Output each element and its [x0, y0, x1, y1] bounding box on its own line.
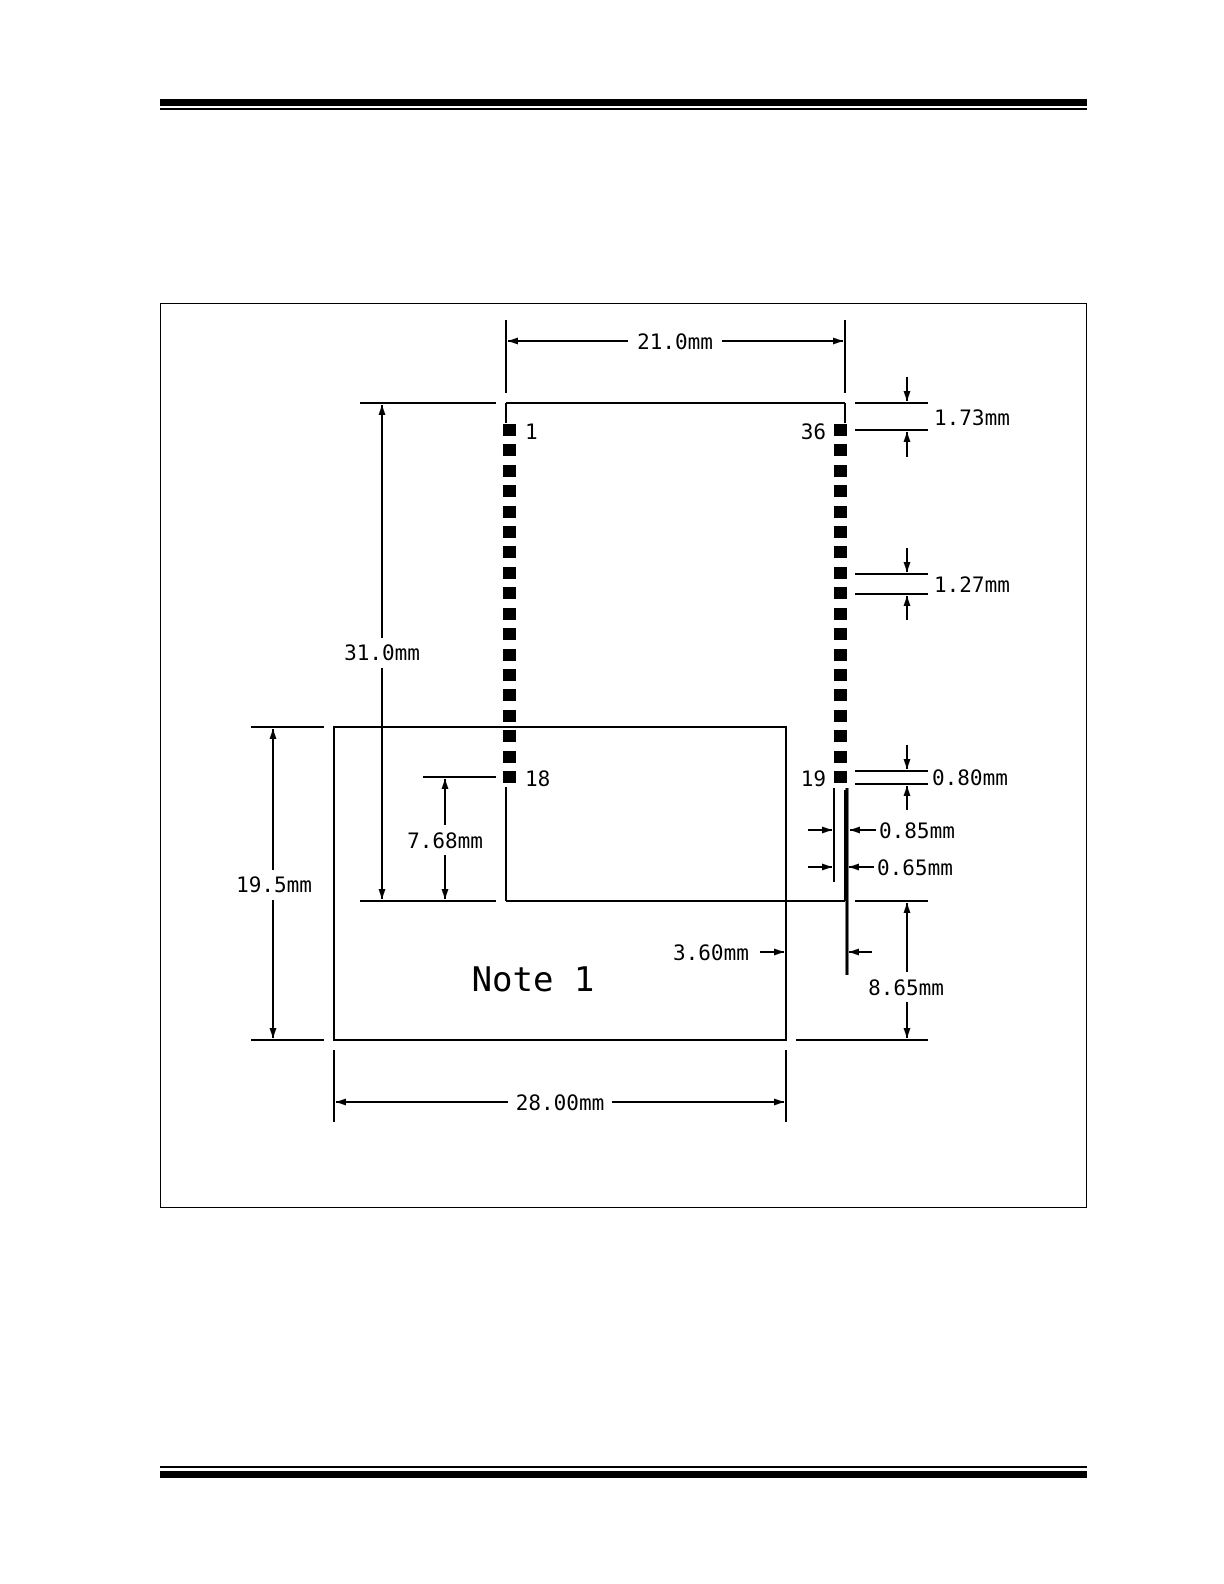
pad-right-7 — [834, 546, 847, 558]
dim-label-pad-length: 0.85mm — [879, 819, 955, 843]
pad-right-14 — [834, 689, 847, 701]
dim-label-pad-size: 0.80mm — [932, 766, 1008, 790]
footer-rule-thick — [160, 1471, 1087, 1478]
dim-label-pad-pitch: 1.27mm — [934, 573, 1010, 597]
pad-right-8 — [834, 567, 847, 579]
pad-left-3 — [503, 465, 516, 477]
footer-rule-thin — [160, 1466, 1087, 1468]
pad-left-8 — [503, 567, 516, 579]
dim-label-bottom-extension: 8.65mm — [868, 976, 944, 1000]
pad-right-18 — [834, 771, 847, 783]
pin-label-36: 36 — [801, 420, 826, 444]
pad-left-6 — [503, 526, 516, 538]
pad-left-7 — [503, 546, 516, 558]
dim-label-top-to-first-pad: 1.73mm — [934, 406, 1010, 430]
pad-left-1 — [503, 424, 516, 436]
pad-right-11 — [834, 628, 847, 640]
dim-label-keepout-width: 28.00mm — [516, 1091, 605, 1115]
pad-right-12 — [834, 649, 847, 661]
pad-left-15 — [503, 710, 516, 722]
pad-right-10 — [834, 608, 847, 620]
pad-right-16 — [834, 730, 847, 742]
pad-right-6 — [834, 526, 847, 538]
pads-right-column — [834, 424, 847, 783]
pads-left-column — [503, 424, 516, 783]
header-rule-thick — [160, 99, 1087, 106]
pad-left-2 — [503, 444, 516, 456]
pad-left-13 — [503, 669, 516, 681]
dim-label-keepout-height: 19.5mm — [236, 873, 312, 897]
pad-left-18 — [503, 771, 516, 783]
pad-left-10 — [503, 608, 516, 620]
figure-frame — [160, 303, 1087, 1208]
pin-label-19: 19 — [801, 767, 826, 791]
note-label: Note 1 — [472, 960, 595, 1000]
pin-label-1: 1 — [525, 420, 538, 444]
keepout-rectangle — [333, 726, 787, 1041]
pad-right-1 — [834, 424, 847, 436]
pad-right-9 — [834, 587, 847, 599]
dim-label-pad-inset: 0.65mm — [877, 856, 953, 880]
pad-right-5 — [834, 506, 847, 518]
pad-left-9 — [503, 587, 516, 599]
pad-right-15 — [834, 710, 847, 722]
dim-label-module-width: 21.0mm — [637, 330, 713, 354]
pad-left-5 — [503, 506, 516, 518]
pad-right-3 — [834, 465, 847, 477]
pad-left-4 — [503, 485, 516, 497]
pad-right-17 — [834, 751, 847, 763]
pad-right-2 — [834, 444, 847, 456]
pin-label-18: 18 — [525, 767, 550, 791]
pad-left-12 — [503, 649, 516, 661]
pad-right-4 — [834, 485, 847, 497]
pad-left-16 — [503, 730, 516, 742]
dim-label-module-length: 31.0mm — [344, 641, 420, 665]
pad-left-17 — [503, 751, 516, 763]
pad-left-11 — [503, 628, 516, 640]
dim-label-last-pad-to-keepout: 7.68mm — [407, 829, 483, 853]
dim-label-keepout-overhang: 3.60mm — [673, 941, 749, 965]
pad-left-14 — [503, 689, 516, 701]
pad-right-13 — [834, 669, 847, 681]
header-rule-thin — [160, 108, 1087, 110]
